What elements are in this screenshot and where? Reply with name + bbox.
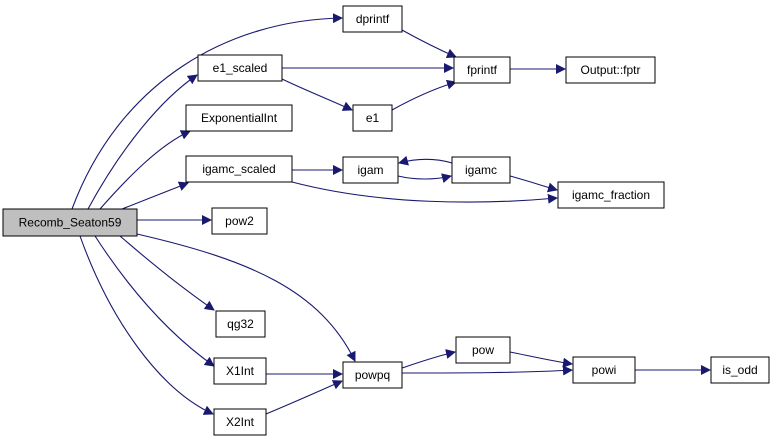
edge-recomb-seaton59-to-qg32 xyxy=(119,235,215,311)
edge-pow-to-powi xyxy=(509,351,573,368)
node-output-fptr[interactable]: Output::fptr xyxy=(565,56,656,84)
node-label: ExponentialInt xyxy=(201,111,278,125)
node-label: igamc_scaled xyxy=(202,162,275,176)
node-box[interactable] xyxy=(565,56,656,84)
node-x1int[interactable]: X1Int xyxy=(213,357,267,385)
node-box[interactable] xyxy=(557,181,665,209)
node-label: X1Int xyxy=(226,364,255,378)
node-label: pow xyxy=(472,343,494,357)
node-exponentialint[interactable]: ExponentialInt xyxy=(185,104,293,132)
edge-igam-to-igamc xyxy=(397,173,452,184)
node-igamc-fraction[interactable]: igamc_fraction xyxy=(557,181,665,209)
node-label: igamc xyxy=(465,163,497,177)
edge-x2int-to-powpq xyxy=(265,380,343,415)
node-label: X2Int xyxy=(226,415,255,429)
node-is-odd[interactable]: is_odd xyxy=(710,356,770,384)
edge-recomb-seaton59-to-x2int xyxy=(79,235,214,415)
node-powi[interactable]: powi xyxy=(572,356,636,384)
edge-recomb-seaton59-to-dprintf xyxy=(71,13,343,210)
node-e1-scaled[interactable]: e1_scaled xyxy=(197,54,283,82)
node-box[interactable] xyxy=(213,408,267,436)
node-igamc-scaled[interactable]: igamc_scaled xyxy=(185,155,293,183)
edge-recomb-seaton59-to-powpq xyxy=(136,233,356,362)
node-label: is_odd xyxy=(722,363,757,377)
node-box[interactable] xyxy=(455,336,511,364)
edge-powpq-to-pow xyxy=(401,349,456,369)
node-box[interactable] xyxy=(352,104,393,132)
node-label: igam xyxy=(357,163,383,177)
edge-dprintf-to-fprintf xyxy=(401,29,457,58)
node-pow[interactable]: pow xyxy=(455,336,511,364)
node-label: qg32 xyxy=(227,317,254,331)
edge-recomb-seaton59-to-e1-scaled xyxy=(87,74,198,210)
node-e1[interactable]: e1 xyxy=(352,104,393,132)
node-powpq[interactable]: powpq xyxy=(342,361,403,389)
node-box[interactable] xyxy=(213,357,267,385)
node-x2int[interactable]: X2Int xyxy=(213,408,267,436)
edge-e1-to-fprintf xyxy=(391,79,457,111)
node-dprintf[interactable]: dprintf xyxy=(342,5,403,33)
edges-layer xyxy=(71,13,711,415)
node-qg32[interactable]: qg32 xyxy=(215,310,266,338)
node-label: pow2 xyxy=(225,214,254,228)
node-recomb-seaton59[interactable]: Recomb_Seaton59 xyxy=(2,208,138,237)
node-label: powi xyxy=(592,363,617,377)
node-box[interactable] xyxy=(197,54,283,82)
node-box[interactable] xyxy=(2,208,138,237)
node-label: e1_scaled xyxy=(213,61,268,75)
node-label: igamc_fraction xyxy=(572,188,650,202)
node-box[interactable] xyxy=(215,310,266,338)
node-fprintf[interactable]: fprintf xyxy=(453,56,511,84)
node-box[interactable] xyxy=(572,356,636,384)
node-label: fprintf xyxy=(467,63,498,77)
node-label: Output::fptr xyxy=(580,63,640,77)
node-box[interactable] xyxy=(211,207,268,235)
node-label: dprintf xyxy=(356,12,390,26)
edge-recomb-seaton59-to-x1int xyxy=(94,235,215,367)
edge-powpq-to-powi xyxy=(401,365,573,376)
node-igamc[interactable]: igamc xyxy=(451,156,511,184)
node-pow2[interactable]: pow2 xyxy=(211,207,268,235)
nodes-layer: Recomb_Seaton59 dprintf e1_scaledExponenti… xyxy=(2,5,770,436)
node-box[interactable] xyxy=(451,156,511,184)
edge-igamc-scaled-to-igamc-fraction xyxy=(291,181,558,204)
node-box[interactable] xyxy=(185,155,293,183)
node-box[interactable] xyxy=(185,104,293,132)
node-box[interactable] xyxy=(453,56,511,84)
edge-recomb-seaton59-to-igamc-scaled xyxy=(121,181,189,210)
node-label: powpq xyxy=(355,368,390,382)
edge-recomb-seaton59-to-exponentialint xyxy=(99,130,191,210)
node-label: Recomb_Seaton59 xyxy=(19,216,122,230)
node-box[interactable] xyxy=(342,5,403,33)
node-box[interactable] xyxy=(342,361,403,389)
node-igam[interactable]: igam xyxy=(342,156,399,184)
node-box[interactable] xyxy=(342,156,399,184)
node-box[interactable] xyxy=(710,356,770,384)
edge-e1-scaled-to-e1 xyxy=(281,78,353,111)
edge-igamc-to-igam xyxy=(398,155,453,166)
node-label: e1 xyxy=(366,111,380,125)
edge-igamc-to-igamc-fraction xyxy=(509,175,558,193)
